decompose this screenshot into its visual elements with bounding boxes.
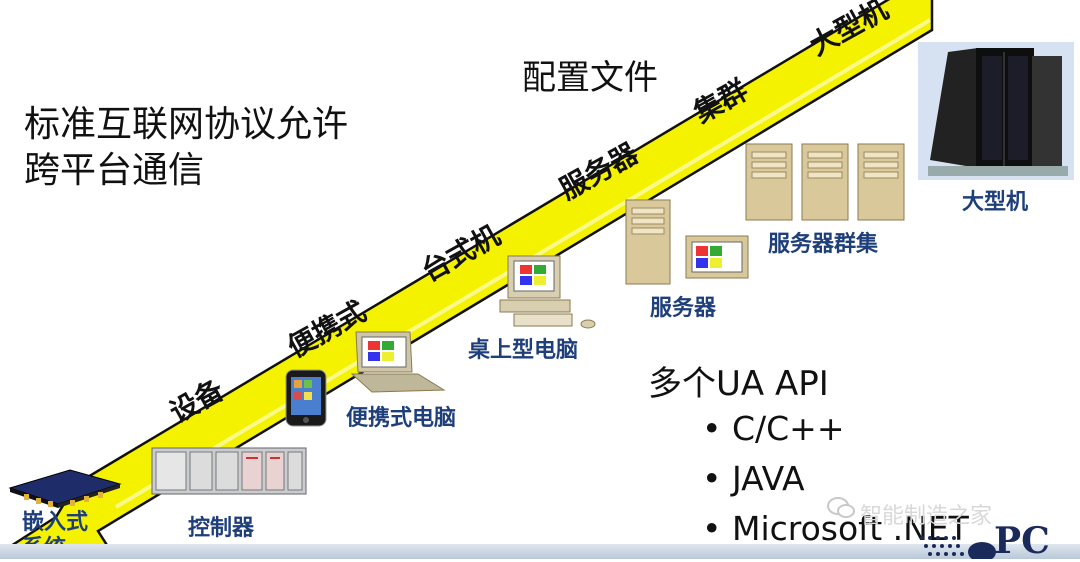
mainframe-label: 大型机 xyxy=(962,190,1029,215)
server-label: 服务器 xyxy=(650,296,717,321)
api-item-cpp: C/C++ xyxy=(702,404,969,454)
embedded-label-line-1: 嵌入式 xyxy=(22,510,89,535)
intro-line-2: 跨平台通信 xyxy=(24,150,205,191)
desktop-computer-icon xyxy=(499,255,596,329)
api-item-java: JAVA xyxy=(702,454,969,504)
server-icon xyxy=(625,199,749,285)
plc-controller-icon xyxy=(151,447,307,495)
logo-dots-icon xyxy=(920,536,996,559)
server-tower-icon xyxy=(745,143,793,221)
controller-label: 控制器 xyxy=(188,516,255,541)
footer-bar xyxy=(0,544,1080,559)
laptop-label: 便携式电脑 xyxy=(346,406,457,431)
embedded-chip-icon xyxy=(8,469,122,508)
logo-text: PC xyxy=(994,520,1050,562)
watermark-text: 智能制造之家 xyxy=(860,504,993,529)
mainframe-icon xyxy=(918,42,1074,180)
desktop-pc-label: 桌上型电脑 xyxy=(468,338,579,363)
intro-text: 标准互联网协议允许 跨平台通信 xyxy=(24,102,348,194)
server-cluster-icon xyxy=(745,143,905,221)
laptop-icon xyxy=(350,331,446,393)
wechat-icon xyxy=(827,497,855,518)
server-cluster-label: 服务器群集 xyxy=(768,232,879,257)
intro-line-1: 标准互联网协议允许 xyxy=(24,104,349,145)
smartphone-icon xyxy=(285,369,327,427)
api-title: 多个UA API xyxy=(648,364,829,404)
config-file-label: 配置文件 xyxy=(522,58,658,98)
